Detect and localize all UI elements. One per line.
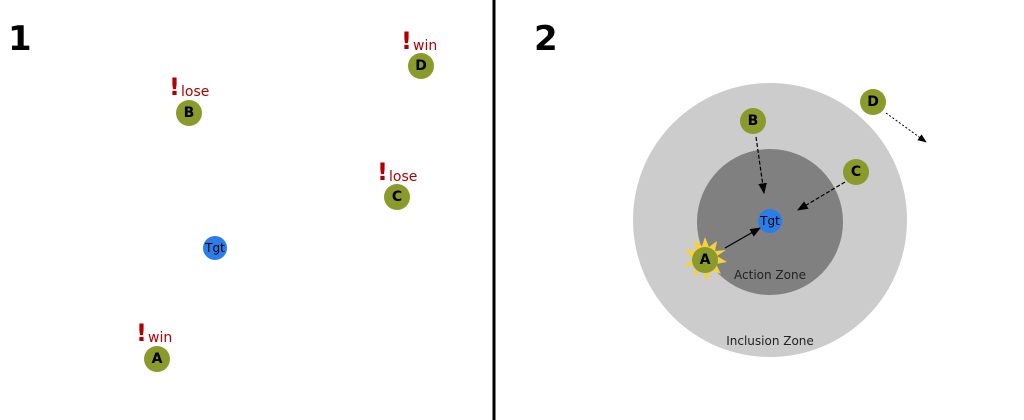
unit-marker [692,247,718,273]
movement-arrow-a [724,227,761,249]
unit-a: A [684,237,727,281]
alert-icon: ! [377,158,388,186]
unit-c: C [843,159,869,185]
target-label: Tgt [759,214,780,228]
unit-a: ! win A [136,319,172,372]
unit-b: B [740,108,766,134]
unit-marker [176,100,202,126]
movement-arrow-b [755,136,767,195]
unit-c: ! lose C [377,158,417,210]
target: Tgt [203,236,227,260]
unit-marker [860,89,886,115]
movement-arrow-c [797,181,846,211]
target-label: Tgt [204,241,225,255]
unit-marker [740,108,766,134]
unit-label: D [867,94,879,110]
unit-marker [843,159,869,185]
unit-label: C [392,189,402,205]
unit-label: B [184,105,195,121]
unit-d: ! win D [401,27,437,79]
unit-label: C [851,164,861,180]
unit-marker [384,184,410,210]
unit-label: A [700,252,711,268]
alert-icon: ! [401,27,412,55]
inclusion-zone-label: Inclusion Zone [726,334,814,348]
movement-arrow-d [885,112,927,143]
unit-outcome: lose [389,169,417,185]
target-marker [758,209,782,233]
unit-outcome: win [148,330,172,346]
unit-outcome: win [413,38,437,54]
action-zone-label: Action Zone [734,268,806,282]
panel-number: 2 [534,19,558,59]
unit-marker [144,346,170,372]
unit-label: D [415,58,427,74]
panel-2: 2 Action Zone Inclusion Zone Tgt A B C D [534,19,927,357]
unit-label: B [748,113,759,129]
unit-outcome: lose [181,84,209,100]
alert-icon: ! [169,73,180,101]
unit-marker [408,53,434,79]
unit-b: ! lose B [169,73,209,126]
target: Tgt [758,209,782,233]
panel-number: 1 [8,19,32,59]
unit-label: A [152,351,163,367]
unit-d: D [860,89,886,115]
panel-1: 1 Tgt ! win A ! lose B ! lose C ! win D [8,19,437,372]
alert-icon: ! [136,319,147,347]
target-marker [203,236,227,260]
